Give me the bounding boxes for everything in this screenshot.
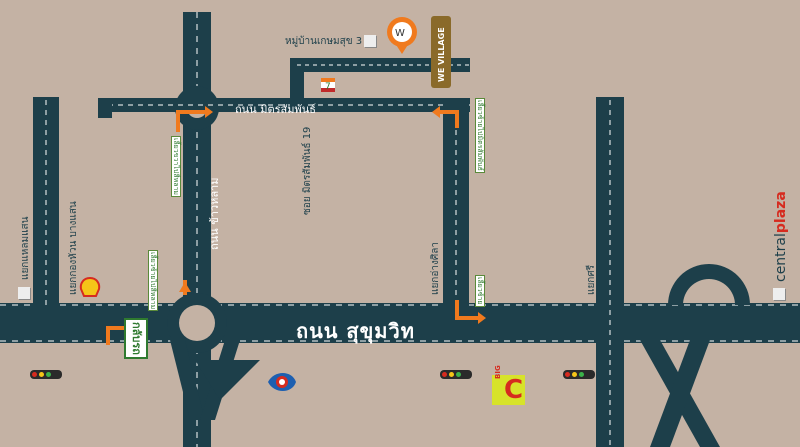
location-pin-icon: W — [387, 16, 451, 88]
ptt-icon — [268, 373, 296, 391]
direction-sign-3: เลี้ยวซ้ายไปมิตรสัมพันธ์ — [475, 98, 485, 173]
big-c-icon: BIG C — [492, 365, 525, 405]
u-turn-sign: กลับรถ — [124, 318, 148, 359]
direction-sign-2: เลี้ยวซ้ายไปสี่หลาม — [148, 250, 158, 312]
location-pin-icon — [773, 288, 785, 300]
klang-road-label: ถนน ข้าวหลาม — [208, 177, 221, 251]
traffic-light-icon — [563, 370, 595, 379]
we-village-marker[interactable]: W WE VILLAGE — [386, 16, 460, 88]
shell-icon — [79, 277, 101, 297]
mitr-road — [98, 98, 470, 112]
we-village-label: WE VILLAGE — [437, 27, 446, 82]
moo3-label: หมู่บ้านเกษมสุข 3 — [285, 36, 363, 47]
soi-19-label: ซอย มิตรสัมพันธ์ 19 — [302, 126, 313, 215]
svg-text:W: W — [395, 28, 405, 39]
svg-text:7: 7 — [325, 82, 331, 92]
junction-label-1: แยกแหลมแสน — [20, 216, 31, 280]
central-plaza-loop — [668, 264, 750, 305]
junction-label-4: แยกศรี — [586, 264, 597, 295]
location-pin-icon — [364, 35, 376, 47]
location-pin-icon — [18, 287, 30, 299]
direction-sign-4: เลี้ยวซ้าย — [475, 275, 485, 307]
traffic-light-icon — [30, 370, 62, 379]
direction-sign-1: เลี้ยวขวาไปสี่หลาม — [171, 136, 181, 198]
mitr-road-label: ถนน มิตรสัมพันธ์ — [235, 103, 316, 116]
sukhumvit-label: ถนน สุขุมวิท — [296, 319, 415, 343]
central-plaza-logo: centralplaza — [773, 191, 789, 282]
traffic-light-icon — [440, 370, 472, 379]
junction-label-3: แยกอ่างศิลา — [430, 242, 441, 295]
seven-eleven-icon: 7 — [321, 78, 335, 92]
